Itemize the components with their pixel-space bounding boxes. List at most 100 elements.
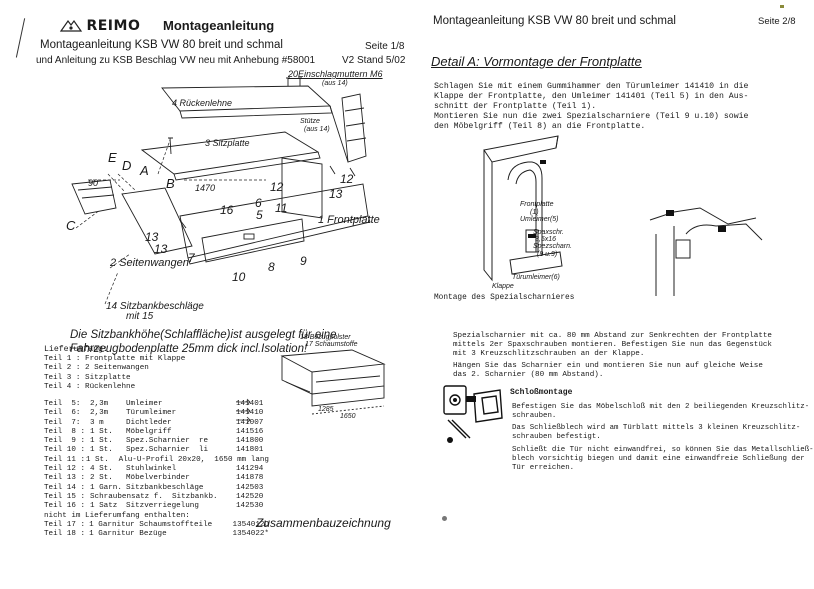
margin-stroke xyxy=(15,18,27,58)
right-header-title: Montageanleitung KSB VW 80 breit und sch… xyxy=(433,15,676,27)
label-fittings: 14 Sitzbankbeschläge xyxy=(106,301,204,312)
inset-label-foam: 17 Schaumstoffe xyxy=(305,341,358,348)
fig-caption: Montage des Spezialscharnieres xyxy=(434,294,575,302)
fig-cutout-inner xyxy=(515,169,537,252)
inset-dim-1650: 1650 xyxy=(340,413,356,420)
brand-logo: REIMO xyxy=(59,17,141,35)
label-13a: 13 xyxy=(329,187,343,201)
label-front-panel: 1 Frontplatte xyxy=(318,214,380,226)
inset-side xyxy=(281,356,313,395)
hinge-instructions: Spezialscharnier mit ca. 80 mm Abstand z… xyxy=(453,332,772,359)
fig-detail-hinge xyxy=(675,239,691,259)
version-stamp: V2 Stand 5/02 xyxy=(342,55,406,66)
inset-label-covers: 18 Bezugpolster xyxy=(300,334,351,341)
drawing-lines xyxy=(71,77,371,265)
strike-plate xyxy=(473,389,503,423)
label-seat-plate: 3 Sitzplatte xyxy=(205,138,250,148)
inset-dim-1285: 1285 xyxy=(318,406,334,413)
text-line: Schließt die Tür nicht einwandfrei, so k… xyxy=(512,446,814,454)
label-13c: 13 xyxy=(154,242,168,256)
support-strut xyxy=(329,105,349,163)
text-line: Montieren Sie nun die zwei Spezialscharn… xyxy=(434,112,749,121)
label-16: 16 xyxy=(220,203,234,217)
inset-dimension xyxy=(311,405,385,415)
text-line: Befestigen Sie das Möbelschloß mit den 2… xyxy=(512,403,810,411)
label-12b: 12 xyxy=(340,172,354,186)
right-fitting-details xyxy=(344,107,367,142)
left-subtitle: Montageanleitung KSB VW 80 breit und sch… xyxy=(40,39,283,51)
text-line: Hängen Sie das Scharnier ein und montier… xyxy=(453,362,763,370)
fig-dark-parts xyxy=(528,160,726,238)
table-row: Teil 15 :Schraubensatz f.Sitzbankb.14252… xyxy=(44,492,264,501)
height-note-line-2: Fahrzeugbodenplatte 25mm dick incl.Isola… xyxy=(70,343,308,355)
left-subtitle-2: und Anleitung zu KSB Beschlag VW neu mit… xyxy=(36,55,316,66)
left-main-title: Montageanleitung xyxy=(163,18,275,33)
fig-detail-wall xyxy=(655,226,675,296)
label-support-sub: (aus 14) xyxy=(304,126,330,133)
text-line: Schlagen Sie mit einem Gummihammer den T… xyxy=(434,82,749,91)
scan-speck xyxy=(780,5,784,8)
scan-speck xyxy=(442,516,447,521)
scope-list: Teil 1 : Frontplatte mit Klappe Teil 2 :… xyxy=(44,355,185,392)
reimo-logo-icon xyxy=(59,19,83,32)
fig-detail-arc xyxy=(685,223,763,241)
inset-backrest xyxy=(280,349,386,373)
lock-cylinder xyxy=(449,394,461,406)
label-6: 6 xyxy=(255,196,262,210)
text-line: schrauben. xyxy=(512,412,557,420)
scope-item: Teil 4 : Rückenlehne xyxy=(44,382,136,391)
fig-label-front-sub: (1) xyxy=(530,209,539,216)
text-line: das 2. Scharnier (80 mm Abstand). xyxy=(453,371,604,379)
table-row: Teil 11 :1 St.Alu-U-Profil 20x20, 1650 m… xyxy=(44,455,269,464)
detail-a-title: Detail A: Vormontage der Frontplatte xyxy=(431,54,642,69)
height-note-line-1: Die Sitzbankhöhe(Schlaffläche)ist ausgel… xyxy=(70,329,337,341)
right-fitting xyxy=(341,93,367,163)
fig-label-spax-sub: 3,5x16 xyxy=(535,236,557,243)
label-1470: 1470 xyxy=(195,183,216,193)
text-line: Tür erreichen. xyxy=(512,464,575,472)
scope-item: Teil 3 : Sitzplatte xyxy=(44,373,131,382)
label-nuts: 20Einschlagmuttern M6 xyxy=(288,69,383,79)
not-included-heading: nicht im Lieferumfang enthalten: xyxy=(44,511,190,520)
assembly-drawing xyxy=(71,77,371,305)
left-fitting-details xyxy=(77,186,115,199)
brand-name: REIMO xyxy=(86,18,141,34)
fig-label-door: Türumleimer(6) xyxy=(512,274,560,281)
fig-detail-outline xyxy=(649,207,757,225)
handwritten-arrows xyxy=(236,398,251,424)
label-nuts-sub: (aus 14) xyxy=(322,80,348,87)
lock-door-edge xyxy=(447,419,471,439)
fig-label-hinge: Spezscharn. xyxy=(533,243,572,250)
leader-2 xyxy=(109,253,131,269)
flap-handle xyxy=(243,233,255,240)
lock-bolt xyxy=(466,396,476,402)
right-page-number: Seite 2/8 xyxy=(758,16,796,27)
screw-b xyxy=(168,137,173,155)
fig-label-flap: Klappe xyxy=(492,283,514,290)
left-side-wall xyxy=(121,187,193,255)
label-side-walls: 2 Seitenwangen xyxy=(110,257,189,269)
label-8: 8 xyxy=(268,260,275,274)
lock-instructions-1: Befestigen Sie das Möbelschloß mit den 2… xyxy=(512,403,809,421)
fig-label-hinge-sub: (9 u.9) xyxy=(537,251,558,258)
label-b: B xyxy=(166,176,175,191)
left-fitting xyxy=(71,179,117,215)
bench-inset-drawing xyxy=(280,349,386,415)
lock-section-title: Schloßmontage xyxy=(510,388,573,397)
lock-instructions-3: Schließt die Tür nicht einwandfrei, so k… xyxy=(512,446,814,473)
text-line: mit 3 Kreuzschlitzschrauben an der Klapp… xyxy=(453,350,645,358)
label-7: 7 xyxy=(188,251,195,265)
lock-instructions-2: Das Schließblech wird am Türblatt mittel… xyxy=(512,424,800,442)
fig-hinge xyxy=(525,229,539,253)
scope-title: Lieferumfang: xyxy=(44,345,108,354)
fig-label-spax: Spaxschr. xyxy=(533,229,564,236)
label-backrest: 4 Rückenlehne xyxy=(172,98,233,108)
front-panel-edge xyxy=(187,215,371,265)
corner-brackets xyxy=(179,165,356,229)
lock-figure xyxy=(443,385,503,443)
